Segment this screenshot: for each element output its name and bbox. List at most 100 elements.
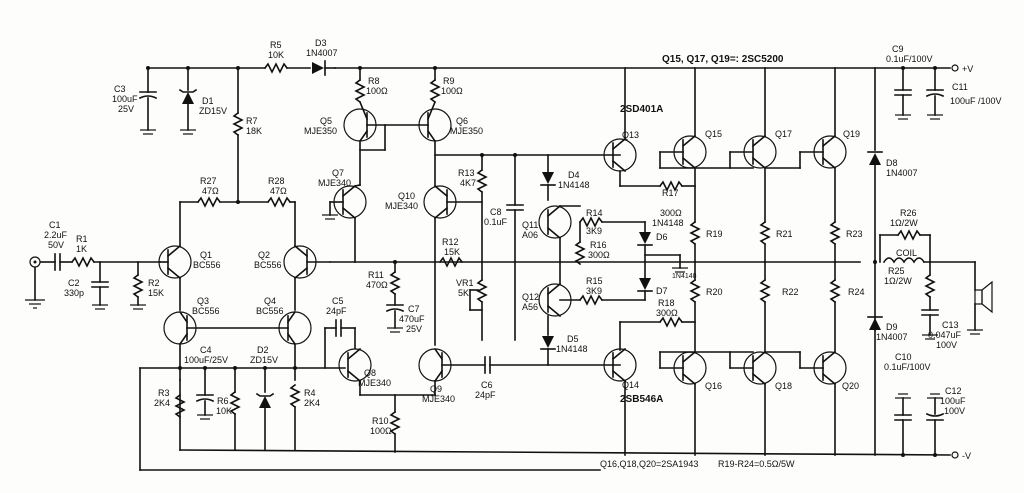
label-r19: R19 [706,229,723,239]
r16-resistor-icon [574,240,586,266]
label-r4: R4 [304,388,316,398]
label-r14: R14 [586,208,603,218]
label-r15: R15 [586,276,603,286]
label-d3: D3 [315,38,327,48]
label-r18: R18 [658,298,675,308]
label-q11: Q11 [522,220,538,230]
label-r17: R17 [662,188,679,198]
r4-resistor-icon [289,383,301,409]
label-d1: D1 [202,96,214,106]
label-r12-value: 15K [444,247,460,257]
label-c13-value1: 0.047uF [928,330,962,340]
label-c13: C13 [942,320,959,330]
d5-diode-icon [540,336,556,350]
label-c11-value: 100uF /100V [950,96,1002,106]
r2-resistor-icon [132,273,144,299]
label-r23: R23 [846,229,863,239]
label-d3-value: 1N4007 [306,48,338,58]
label-r13: R13 [458,168,475,178]
d6-diode-icon [637,232,653,246]
r8-resistor-icon [354,78,366,104]
label-q17: Q17 [775,129,792,139]
label-r27: R27 [200,176,217,186]
label-c8-value: 0.1uF [484,217,508,227]
label-r7-value: 18K [246,126,262,136]
label-c7-value2: 25V [406,324,422,334]
label-r1: R1 [76,234,88,244]
label-r28: R28 [268,176,285,186]
label-d8: D8 [886,158,898,168]
label-c5-value: 24pF [326,306,347,316]
q2-transistor-icon [283,244,331,280]
d3-diode-icon [312,60,326,76]
label-q2: Q2 [258,250,270,260]
label-d2-value: ZD15V [250,355,278,365]
note-emitter-resistors: R19-R24=0.5Ω/5W [718,459,795,469]
label-r7: R7 [246,116,258,126]
d7-diode-icon [637,278,653,292]
d9-diode-icon [867,316,883,330]
r13-resistor-icon [476,168,488,194]
label-coil: COIL [896,248,917,258]
positive-terminal-icon [951,64,959,72]
label-c11: C11 [952,82,968,92]
label-d8-value: 1N4007 [886,168,918,178]
label-q10-value: MJE340 [385,201,418,211]
label-q14-value: 2SB546A [620,394,663,405]
label-q3: Q3 [197,296,209,306]
label-q8: Q8 [364,368,376,378]
r28-resistor-icon [266,196,292,208]
r24-resistor-icon [829,278,841,304]
label-q5: Q5 [320,116,332,126]
label-r11-value: 470Ω [366,280,388,290]
d4-diode-icon [540,172,556,186]
negative-rail [139,367,959,471]
label-d2: D2 [257,345,269,355]
label-c5: C5 [332,296,344,306]
label-r2-value: 15K [148,288,164,298]
coil-inductor-icon [882,257,926,264]
label-q13: Q13 [622,130,639,140]
note-npn-outputs: Q15, Q17, Q19=: 2SC5200 [662,54,784,65]
q8-transistor-icon [338,347,372,383]
label-d4-value: 1N4148 [558,180,590,190]
label-r10: R10 [372,416,389,426]
label-vplus: +V [962,64,973,74]
d8-diode-icon [867,151,883,165]
positive-rail [147,64,959,72]
label-r25-value: 1Ω/2W [884,276,912,286]
label-r16: R16 [590,240,607,250]
label-c3-value1: 100uF [112,94,138,104]
label-r22: R22 [782,287,799,297]
q14-transistor-icon [603,347,637,383]
label-c2: C2 [68,278,80,288]
label-c3: C3 [114,84,126,94]
label-q16: Q16 [705,381,722,391]
r15-resistor-icon [578,294,604,306]
label-q1: Q1 [200,250,212,260]
r22-resistor-icon [759,278,771,304]
label-r6-value: 10K [216,406,232,416]
r19-resistor-icon [689,220,701,246]
label-c1: C1 [49,220,61,230]
label-r14-value: 3K9 [586,226,602,236]
label-c7-value1: 470uF [399,314,425,324]
label-d4: D4 [568,170,580,180]
r27-resistor-icon [196,196,222,208]
label-r5: R5 [270,40,282,50]
label-c10: C10 [895,352,912,362]
label-c7: C7 [408,304,420,314]
label-r10-value: 100Ω [370,426,392,436]
label-r15-value: 3K9 [586,286,602,296]
label-d5: D5 [567,334,579,344]
r23-resistor-icon [829,220,841,246]
r10-resistor-icon [389,410,401,436]
label-q6-value: MJE350 [450,126,483,136]
q5-transistor-icon [343,100,377,143]
r1-resistor-icon [70,256,96,268]
vr1-potentiometer-icon [476,278,488,304]
label-r27-value: 47Ω [202,186,219,196]
label-r3-value: 2K4 [154,398,170,408]
label-q3-value: BC556 [192,306,220,316]
label-r20: R20 [706,287,723,297]
